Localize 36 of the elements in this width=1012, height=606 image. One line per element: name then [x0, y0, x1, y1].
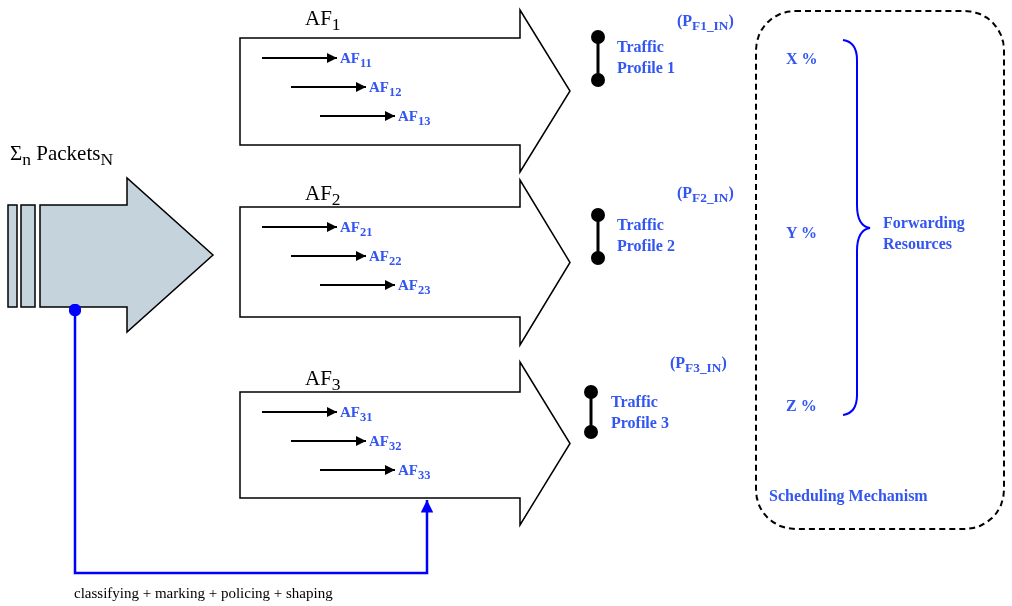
- text-label: (P$_{F2_IN}$): [677, 183, 734, 208]
- arrow: [319, 280, 396, 290]
- edge-label: classifying + marking + policing + shaping: [74, 585, 333, 602]
- arrow: [261, 407, 338, 417]
- arrow-heading: Σ$_{n}$ Packets$_{N}$: [10, 141, 114, 172]
- text-label: Z %: [786, 396, 817, 416]
- flow-label: AF$_{33}$: [398, 460, 431, 485]
- text-label: (P$_{F3_IN}$): [670, 353, 727, 378]
- arrow: [290, 436, 367, 446]
- dashed-rounded-box: [755, 10, 1005, 530]
- arrow: [261, 222, 338, 232]
- flow-label: AF$_{21}$: [340, 217, 373, 242]
- connector-line: [68, 303, 434, 575]
- arrow: [319, 465, 396, 475]
- flow-label: AF$_{12}$: [369, 77, 402, 102]
- arrow: [261, 53, 338, 63]
- flow-label: AF$_{11}$: [340, 48, 372, 73]
- arrow-heading: AF$_{2}$: [305, 181, 341, 212]
- arrow-heading: AF$_{1}$: [305, 6, 341, 37]
- text-label: X %: [786, 49, 818, 69]
- profile-label: Traffic Profile 2: [617, 215, 676, 256]
- flow-label: AF$_{23}$: [398, 275, 431, 300]
- flow-label: AF$_{31}$: [340, 402, 373, 427]
- arrow-heading: AF$_{3}$: [305, 366, 341, 397]
- text-label: Forwarding Resources: [883, 213, 966, 254]
- text-label: (P$_{F1_IN}$): [677, 11, 734, 36]
- arrow: [290, 82, 367, 92]
- flow-label: AF$_{32}$: [369, 431, 402, 456]
- arrow: [319, 111, 396, 121]
- box-title: Scheduling Mechanism: [769, 486, 928, 506]
- profile-label: Traffic Profile 3: [611, 392, 670, 433]
- flow-label: AF$_{13}$: [398, 106, 431, 131]
- text-label: Y %: [786, 223, 817, 243]
- arrow: [290, 251, 367, 261]
- flow-label: AF$_{22}$: [369, 246, 402, 271]
- profile-label: Traffic Profile 1: [617, 37, 676, 78]
